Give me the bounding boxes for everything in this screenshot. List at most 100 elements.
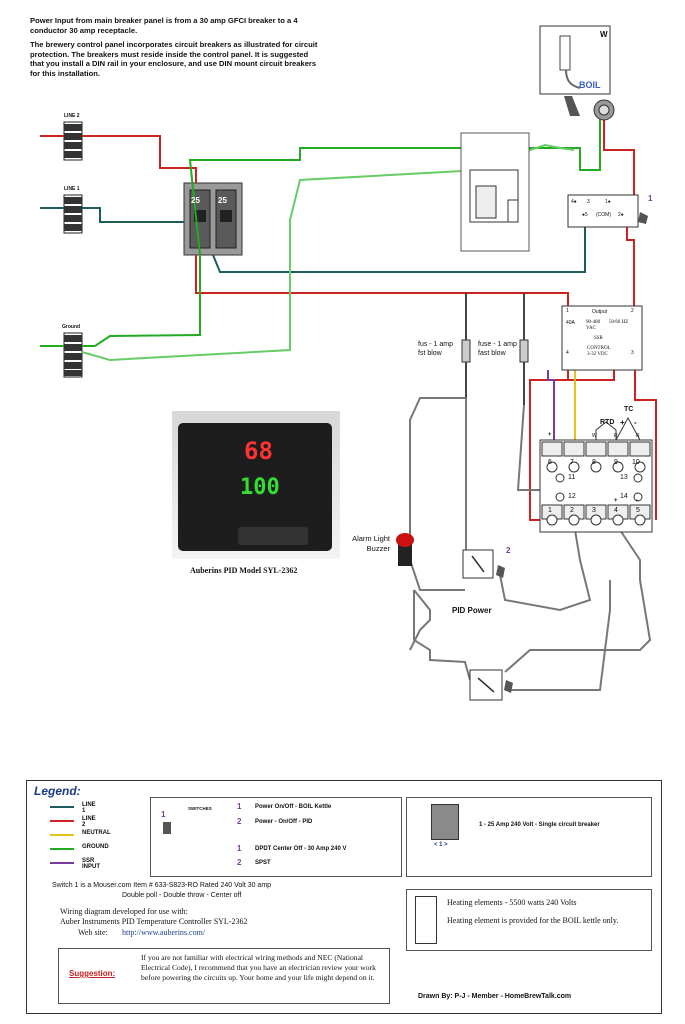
switch-row1-text: Power On/Off - BOIL Kettle — [255, 804, 332, 810]
breaker-icon — [431, 804, 459, 840]
wire-ground-swatch — [50, 848, 74, 850]
pid-bottom-label-minus: - — [636, 498, 638, 504]
pid-bottom-label-plus: + — [614, 498, 618, 504]
label-line1: LINE 1 — [64, 186, 80, 192]
switch-row3-num: 1 — [237, 844, 242, 853]
pid-term-14: 14 — [620, 493, 628, 500]
pid-top-label-r2: R — [636, 433, 640, 439]
alarm-light-icon — [396, 533, 414, 566]
heating-legend-box: Heating elements - 5500 watts 240 Volts … — [406, 889, 652, 951]
pid-controller-face: 68 100 — [178, 423, 332, 551]
pid-power-label: PID Power — [452, 606, 492, 615]
intro-text: Power Input from main breaker panel is f… — [30, 16, 320, 84]
ssr-block — [561, 305, 643, 371]
pid-term-10: 10 — [632, 459, 640, 466]
heating-info-a: Heating elements - 5500 watts 240 Volts — [447, 898, 577, 907]
pid-caption: Auberins PID Model SYL-2362 — [190, 566, 298, 575]
switch1-info-a: Switch 1 is a Mouser.com Item # 633-S823… — [52, 882, 272, 889]
switch-row2-text: Power - On/Off - PID — [255, 819, 313, 825]
pid-term-5: 5 — [636, 507, 640, 514]
tc-minus: - — [634, 418, 637, 427]
boil-switch-body — [469, 669, 513, 701]
switch-icon-number: 1 — [161, 810, 166, 819]
wiring-info-a: Wiring diagram developed for use with: — [60, 907, 188, 916]
switch2-number: 2 — [506, 546, 511, 555]
fuse-left-label: fus - 1 amp fst blow — [418, 341, 454, 357]
wire-ground-label: GROUND — [82, 844, 109, 850]
wire-neutral-label: NEUTRAL — [82, 830, 111, 836]
label-ground: Ground — [62, 324, 81, 330]
switch1-label-5: ●5 — [582, 212, 588, 218]
wire-line2-swatch — [50, 820, 74, 822]
pid-term-7: 7 — [570, 459, 574, 466]
pid-term-9: 9 — [614, 459, 618, 466]
pid-term-8: 8 — [592, 459, 596, 466]
wire-line1-swatch — [50, 806, 74, 808]
switch1-label-2: 2● — [618, 212, 624, 218]
intro-paragraph-1: Power Input from main breaker panel is f… — [30, 16, 298, 35]
pid-terminal-block — [539, 439, 653, 533]
pid-top-label-w: W — [592, 433, 597, 439]
switch-row4-text: SPST — [255, 860, 271, 866]
suggestion-text: If you are not familiar with electrical … — [141, 953, 376, 982]
legend-title: Legend: — [34, 784, 81, 798]
pid-term-3: 3 — [592, 507, 596, 514]
tc-label: TC — [624, 406, 634, 413]
switch1-label-3: 3 — [587, 199, 590, 205]
pid-pv-display: 68 — [244, 437, 273, 465]
terminal-block-line2 — [63, 121, 83, 161]
pid-term-13: 13 — [620, 474, 628, 481]
pid-term-4: 4 — [614, 507, 618, 514]
pid-term-1: 1 — [548, 507, 552, 514]
alarm-label: Alarm Light Buzzer — [352, 534, 390, 553]
circuit-breaker — [183, 182, 243, 256]
breaker-left-rating: 25 — [191, 196, 200, 205]
switch-row3-text: DPDT Center Off - 30 Amp 240 V — [255, 846, 347, 852]
pid-top-label-r1: R — [614, 433, 618, 439]
ssr-output: Output — [592, 309, 608, 315]
ssr-control: CONTROL — [587, 346, 611, 351]
breaker-legend-text: 1 - 25 Amp 240 Volt - Single circuit bre… — [479, 822, 600, 828]
wire-ssr-swatch — [50, 862, 74, 864]
heating-info-b: Heating element is provided for the BOIL… — [447, 916, 619, 925]
drawn-by: Drawn By: P-J - Member - HomeBrewTalk.co… — [418, 993, 572, 1000]
suggestion-label: Suggestion: — [69, 969, 116, 978]
wire-line2-label: LINE 2 — [82, 816, 96, 828]
fuse-left — [461, 293, 471, 398]
ssr-t4: 4 — [566, 350, 569, 356]
heater-w-label: W — [600, 30, 608, 39]
website-link[interactable]: http://www.auberins.com/ — [122, 928, 206, 937]
breaker-right-rating: 25 — [218, 196, 227, 205]
ssr-t3: 3 — [631, 350, 634, 356]
pid-sv-display: 100 — [240, 475, 280, 500]
switch-row2-num: 2 — [237, 817, 242, 826]
heating-element-icon — [415, 896, 437, 944]
wiring-info-b: Auber Instruments PID Temperature Contro… — [60, 917, 248, 926]
pid-term-12: 12 — [568, 493, 576, 500]
rtd-label: RTD — [600, 419, 615, 426]
ssr-name: SSR — [594, 336, 603, 341]
breaker-arrow: < 1 > — [434, 842, 448, 848]
breaker-legend-box: < 1 > 1 - 25 Amp 240 Volt - Single circu… — [406, 797, 652, 877]
pid-top-label-plus: + — [548, 432, 552, 438]
switch-1-body — [567, 194, 648, 228]
intro-paragraph-2: The brewery control panel incorporates c… — [30, 40, 318, 78]
switch-2-body — [462, 549, 505, 579]
ssr-housing — [460, 132, 530, 252]
switch-row1-num: 1 — [237, 802, 242, 811]
wiring-diagram — [40, 25, 657, 701]
ssr-amp: 40A — [566, 320, 575, 326]
switch1-label-1: 1● — [605, 199, 611, 205]
wire-line1-label: LINE 1 — [82, 802, 96, 814]
terminal-block-line1 — [63, 194, 83, 234]
ssr-t1: 1 — [566, 308, 569, 314]
switch1-label-4: 4● — [571, 199, 577, 205]
switch1-number: 1 — [648, 194, 653, 203]
switch-row4-num: 2 — [237, 858, 242, 867]
toggle-switch-icon — [163, 822, 171, 834]
ssr-vdc: 3-32 VDC — [587, 352, 608, 357]
tc-plus: + — [620, 418, 625, 427]
pid-buttons — [238, 527, 308, 545]
fuse-right — [519, 293, 529, 405]
ssr-freq: 50/60 HZ — [609, 320, 629, 325]
